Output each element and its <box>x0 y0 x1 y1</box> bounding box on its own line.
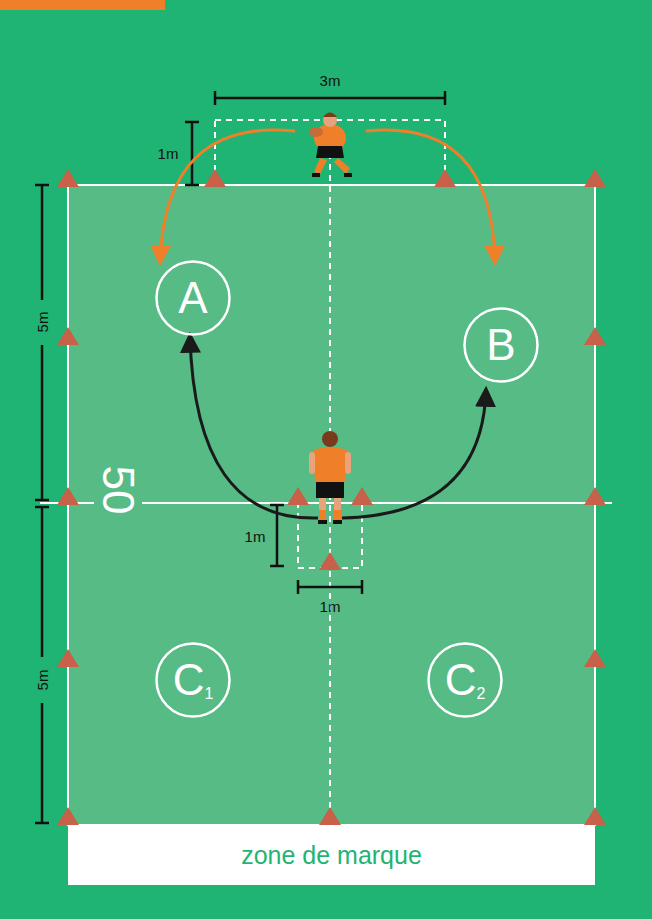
dimension-label: 1m <box>320 599 341 614</box>
position-circle: A <box>155 260 231 336</box>
cone <box>57 169 79 187</box>
defender <box>309 431 351 524</box>
field <box>68 185 595 825</box>
position-circle: C1 <box>155 642 231 718</box>
cone <box>57 487 79 505</box>
node-label: A <box>178 273 207 322</box>
text-wrap: A <box>178 273 207 323</box>
ball-carrier <box>309 113 352 178</box>
cone <box>584 649 606 667</box>
node-label: zone de marque <box>241 841 422 869</box>
node-label: C <box>173 655 205 704</box>
text-wrap: C2 <box>445 655 486 705</box>
cone <box>287 487 309 505</box>
text-wrap: C1 <box>173 655 214 705</box>
node-label: C <box>445 655 477 704</box>
cone <box>57 807 79 825</box>
cone <box>57 327 79 345</box>
dimension-label: 3m <box>320 73 341 88</box>
cone <box>584 487 606 505</box>
dimension-label: 5m <box>33 309 52 336</box>
position-circle: C2 <box>427 642 503 718</box>
dimension-lines <box>35 91 445 823</box>
text-wrap: B <box>486 320 515 370</box>
run-arrows <box>160 130 495 518</box>
cone <box>584 169 606 187</box>
cone <box>351 487 373 505</box>
cones <box>57 169 606 825</box>
position-circle: B <box>463 307 539 383</box>
node-subscript: 1 <box>204 685 213 702</box>
cone <box>584 807 606 825</box>
text-wrap: zone de marque <box>241 841 422 870</box>
score-zone: zone de marque <box>68 825 595 885</box>
top-bar <box>0 0 165 10</box>
dimension-label: 1m <box>158 146 179 161</box>
cone <box>319 552 341 570</box>
node-label: B <box>486 320 515 369</box>
cone <box>434 169 456 187</box>
start-zone <box>215 120 445 185</box>
cone <box>584 327 606 345</box>
cone <box>319 807 341 825</box>
dimension-label: 5m <box>33 667 52 694</box>
line-number: 50 <box>94 463 142 518</box>
cone <box>57 649 79 667</box>
dimension-label: 1m <box>245 529 266 544</box>
cone <box>204 169 226 187</box>
node-subscript: 2 <box>476 685 485 702</box>
